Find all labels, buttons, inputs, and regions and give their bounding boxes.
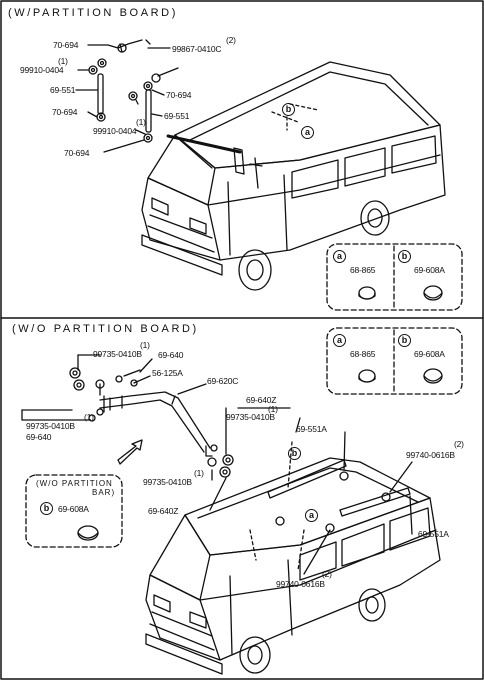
part-label: 69-640Z [246,395,277,405]
qty-label: (1) [194,468,204,478]
upper-detail-box [326,243,463,311]
part-label: 69-551 [50,85,76,95]
wo-bar-b-part: 69-608A [58,504,89,514]
qty-label: (1) [136,117,146,127]
wo-partition-bar-title-2: BAR) [92,488,116,497]
section-title-without-partition: (W/O PARTITION BOARD) [12,323,199,335]
qty-label: (2) [322,569,332,579]
qty-label: (1) [268,404,278,414]
part-label: 99910-0404 [20,65,64,75]
detail-b-part: 69-608A [414,349,445,359]
callout-b: b [288,447,301,460]
part-label: 99740-0616B [276,579,325,589]
part-label: 70-694 [64,148,90,158]
lower-van-body [145,431,441,675]
detail-a-letter: a [333,250,346,263]
detail-b-letter: b [398,250,411,263]
part-label: 99867-0410C [172,44,222,54]
callout-a: a [301,126,314,139]
wo-bar-b-letter: b [40,502,53,515]
qty-label: (2) [454,439,464,449]
part-label: 99735-0410B [143,477,192,487]
part-label: 69-551 [164,111,190,121]
detail-a-part: 68-865 [350,265,376,275]
part-label: 70-694 [166,90,192,100]
part-label: 69-640 [26,432,52,442]
lower-parts [21,354,301,511]
section-title-with-partition: (W/PARTITION BOARD) [8,7,178,19]
part-label: 69-640Z [148,506,179,516]
wo-partition-bar-box [25,474,123,548]
part-label: 99735-0410B [93,349,142,359]
part-label: 70-694 [53,40,79,50]
part-label: 99735-0410B [226,412,275,422]
qty-label: (1) [140,340,150,350]
detail-a-part: 68-865 [350,349,376,359]
qty-label: (2) [226,35,236,45]
qty-label: (1) [84,412,94,422]
upper-van-body [141,61,446,291]
callout-b: b [282,103,295,116]
part-label: 69-551A [296,424,327,434]
part-label: 69-640 [158,350,184,360]
part-label: 99735-0410B [26,421,75,431]
detail-a-letter: a [333,334,346,347]
part-label: 56-125A [152,368,183,378]
part-label: 70-694 [52,107,78,117]
part-label: 99910-0404 [93,126,137,136]
wo-partition-bar-title: (W/O PARTITION [36,479,113,488]
callout-a: a [305,509,318,522]
detail-b-part: 69-608A [414,265,445,275]
part-label: 69-551A [418,529,449,539]
detail-b-letter: b [398,334,411,347]
part-label: 99740-0616B [406,450,455,460]
qty-label: (1) [58,56,68,66]
upper-parts [75,39,179,153]
part-label: 69-620C [207,376,239,386]
lower-detail-box [326,327,463,395]
